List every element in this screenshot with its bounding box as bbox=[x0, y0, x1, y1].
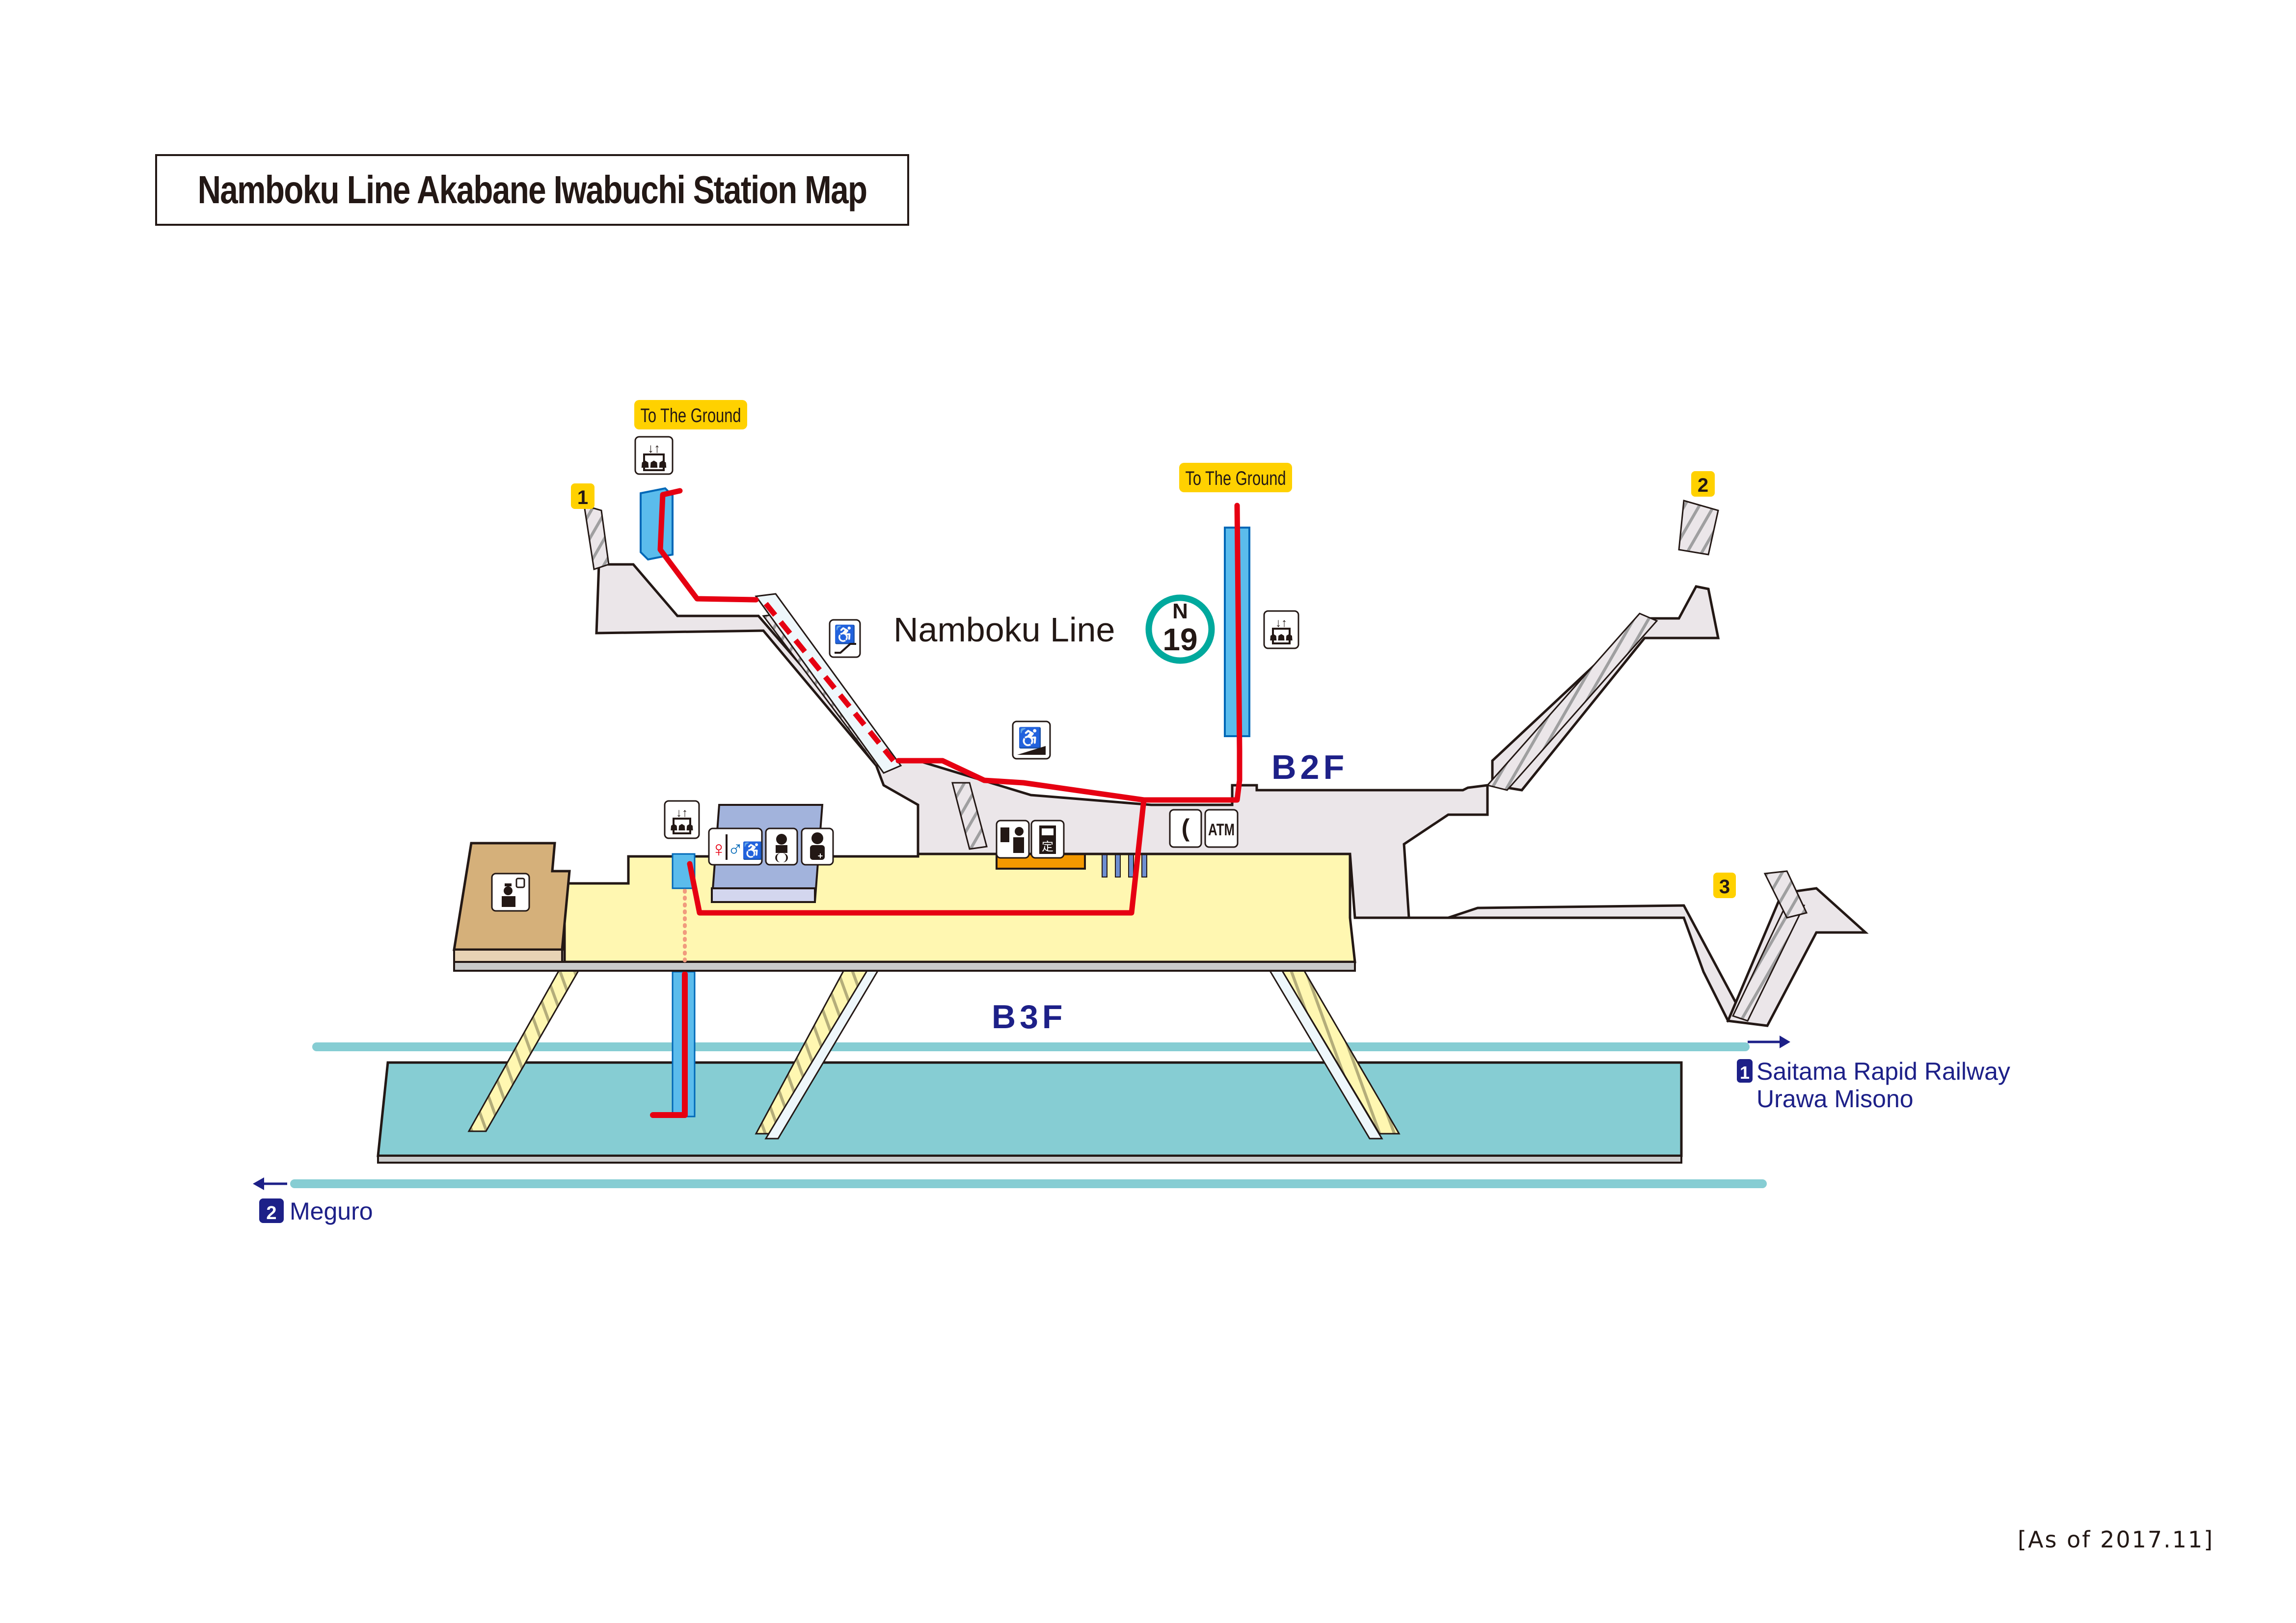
elevator-exit1 bbox=[640, 487, 674, 561]
b3f-level: B3F bbox=[290, 968, 1767, 1188]
svg-text:ATM: ATM bbox=[1208, 821, 1235, 839]
svg-text:2: 2 bbox=[266, 1203, 276, 1224]
svg-text:To The Ground: To The Ground bbox=[641, 405, 741, 426]
telephone-icon: ( bbox=[1169, 809, 1202, 848]
exit3-stairs bbox=[1731, 902, 1806, 1022]
elevator-icon: ↓↑ ☗☗☗ bbox=[634, 436, 674, 475]
arrow-right-icon bbox=[1780, 1036, 1790, 1048]
svg-text:↓↑: ↓↑ bbox=[1275, 616, 1287, 630]
floor-label-b2f: B2F bbox=[1271, 748, 1348, 786]
map-title: Namboku Line Akabane Iwabuchi Station Ma… bbox=[197, 168, 867, 212]
escalator-wheelchair-icon: ♿ bbox=[829, 619, 861, 658]
svg-text:☗☗☗: ☗☗☗ bbox=[641, 459, 667, 470]
svg-text:♂: ♂ bbox=[728, 837, 744, 861]
wheelchair-ramp-icon: ♿ bbox=[1012, 720, 1051, 760]
svg-text:♀: ♀ bbox=[711, 837, 727, 861]
svg-text:定: 定 bbox=[1042, 840, 1053, 853]
direction-track-1: 1 Saitama Rapid Railway Urawa Misono bbox=[1737, 1036, 2010, 1113]
exit-badge-2[interactable]: 2 bbox=[1691, 471, 1715, 497]
exit-badge-1[interactable]: 1 bbox=[571, 483, 594, 509]
accessible-route-exit1 bbox=[657, 488, 759, 603]
svg-text:(: ( bbox=[1182, 814, 1190, 842]
baby-changing-icon: ❨❩ bbox=[765, 827, 798, 866]
direction-track-2: 2 Meguro bbox=[253, 1177, 373, 1225]
to-ground-label-center: To The Ground bbox=[1179, 463, 1292, 492]
exit-number: 2 bbox=[1698, 475, 1708, 496]
station-staff-icon bbox=[491, 873, 530, 912]
atm-icon: ATM bbox=[1204, 809, 1239, 848]
arrow-left-icon bbox=[253, 1177, 264, 1190]
platform-edge bbox=[377, 1155, 1682, 1164]
b2f-concourse: B2F bbox=[583, 487, 1869, 1027]
accessible-route-escalator bbox=[763, 602, 896, 763]
exit-number: 3 bbox=[1719, 876, 1730, 898]
line-name: Namboku Line bbox=[893, 611, 1115, 649]
to-ground-label-left: To The Ground bbox=[634, 400, 747, 429]
exit2-stairs bbox=[1486, 612, 1658, 791]
station-number-badge: N 19 bbox=[1145, 594, 1215, 664]
accessible-route-b3f bbox=[650, 971, 688, 1118]
accessible-route-platform bbox=[687, 797, 1147, 916]
floor-label-b3f: B3F bbox=[992, 998, 1066, 1036]
first-aid-room-icon: + bbox=[801, 827, 834, 866]
exit-number: 1 bbox=[577, 487, 588, 508]
svg-text:N: N bbox=[1172, 599, 1188, 623]
svg-text:+: + bbox=[818, 851, 823, 861]
elevator-icon: ↓↑ ☗☗☗ bbox=[1263, 610, 1299, 649]
svg-text:Meguro: Meguro bbox=[290, 1197, 373, 1225]
svg-text:↓↑: ↓↑ bbox=[676, 806, 688, 820]
as-of-date: [As of 2017.11] bbox=[2018, 1526, 2215, 1553]
svg-text:↓↑: ↓↑ bbox=[648, 441, 660, 455]
svg-text:♿: ♿ bbox=[834, 624, 856, 644]
svg-text:To The Ground: To The Ground bbox=[1186, 468, 1286, 489]
svg-text:Saitama Rapid Railway: Saitama Rapid Railway bbox=[1756, 1058, 2010, 1085]
island-platform bbox=[377, 1061, 1683, 1157]
commuter-pass-icon: 定 bbox=[1030, 820, 1065, 859]
ticket-office-icon bbox=[996, 820, 1030, 859]
svg-text:Urawa Misono: Urawa Misono bbox=[1756, 1085, 1914, 1113]
svg-text:☗☗☗: ☗☗☗ bbox=[1270, 633, 1293, 642]
map-title-box: Namboku Line Akabane Iwabuchi Station Ma… bbox=[155, 154, 909, 226]
restroom-icon: ♀ ♂ ♿ bbox=[708, 827, 763, 866]
svg-text:♿: ♿ bbox=[742, 841, 763, 860]
svg-text:19: 19 bbox=[1162, 622, 1197, 657]
svg-text:♿: ♿ bbox=[1018, 726, 1042, 749]
svg-text:☗☗☗: ☗☗☗ bbox=[670, 823, 694, 832]
elevator-icon: ↓↑ ☗☗☗ bbox=[664, 800, 700, 839]
svg-text:1: 1 bbox=[1740, 1063, 1750, 1083]
svg-text:❨❩: ❨❩ bbox=[773, 852, 790, 863]
exit-badge-3[interactable]: 3 bbox=[1713, 873, 1736, 898]
